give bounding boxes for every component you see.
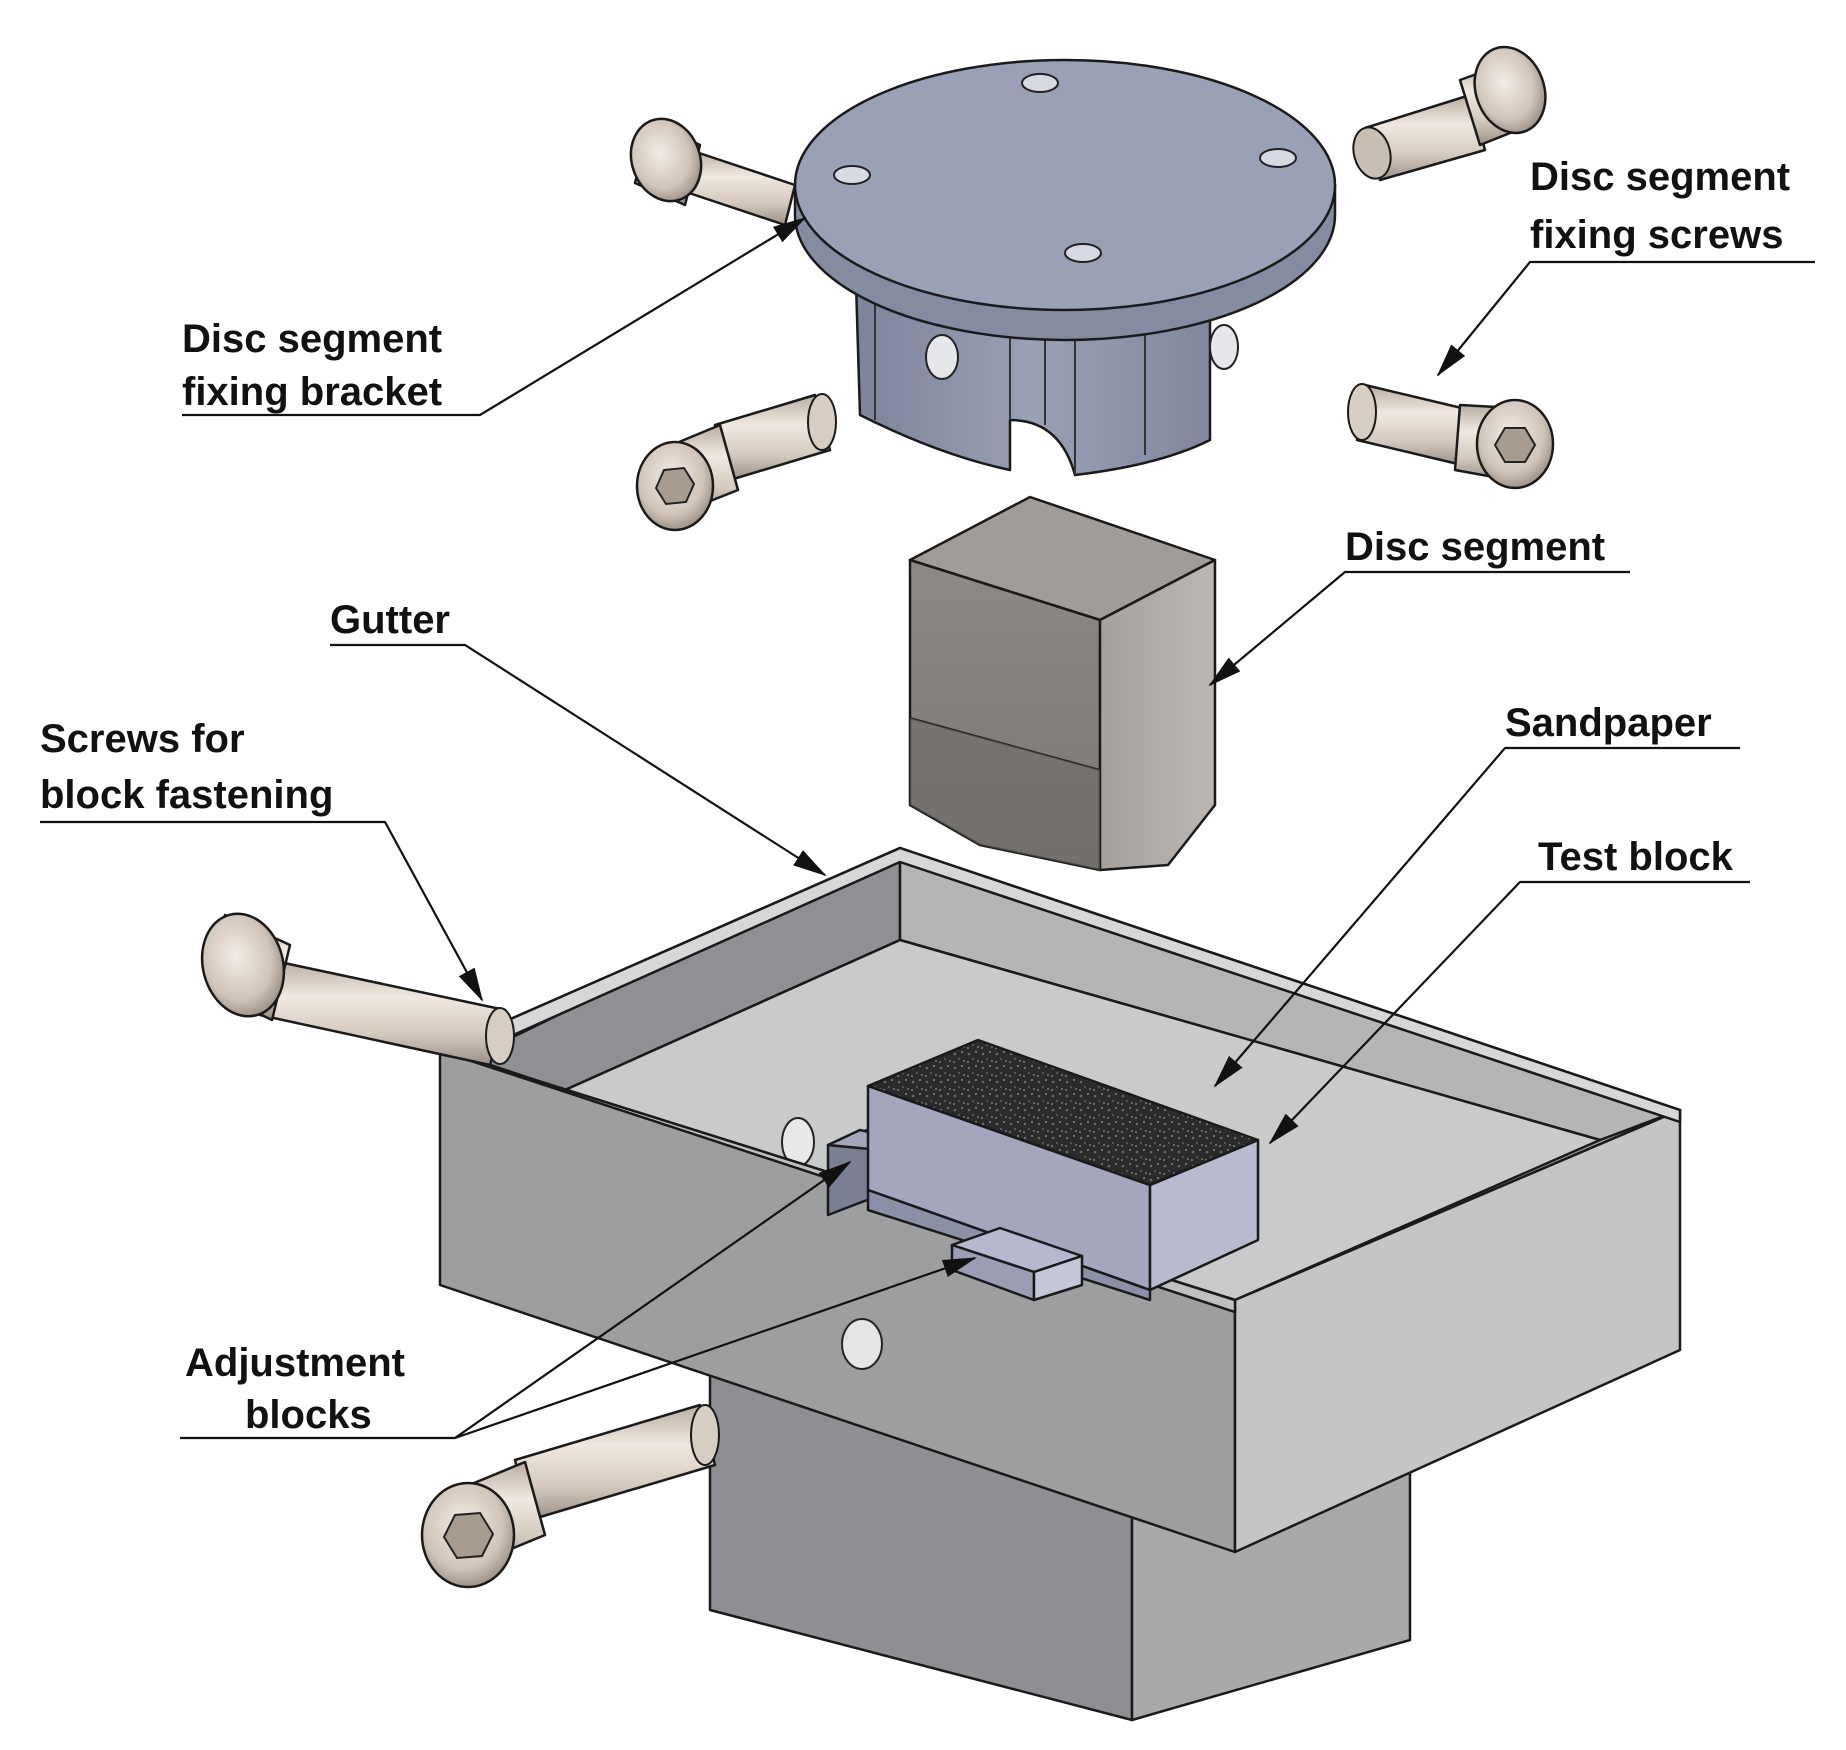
label-fixing-screws-line2: fixing screws bbox=[1530, 213, 1783, 257]
label-fixing-screws-line1: Disc segment bbox=[1530, 155, 1790, 199]
disc-segment bbox=[908, 495, 1217, 872]
label-adjustment-line1: Adjustment bbox=[185, 1341, 405, 1385]
gutter-front-hole bbox=[841, 1318, 883, 1370]
socket-head-cap-screw-icon bbox=[420, 1403, 720, 1589]
socket-head-cap-screw-icon bbox=[1352, 45, 1547, 182]
label-sandpaper: Sandpaper bbox=[1505, 701, 1712, 745]
socket-head-cap-screw-icon bbox=[635, 393, 837, 532]
bracket-side-hole-left bbox=[925, 334, 959, 380]
socket-head-cap-screw-icon bbox=[629, 117, 797, 227]
socket-head-cap-screw-icon bbox=[200, 912, 515, 1067]
label-fixing-bracket-line2: fixing bracket bbox=[182, 370, 442, 414]
label-disc-segment-fixing-screws: Disc segment fixing screws bbox=[1530, 155, 1790, 257]
label-disc-segment-fixing-bracket: Disc segment fixing bracket bbox=[182, 317, 442, 414]
disc-segment-fixing-bracket bbox=[793, 58, 1337, 477]
label-adjustment-line2: blocks bbox=[245, 1393, 372, 1437]
label-disc-segment: Disc segment bbox=[1345, 525, 1605, 569]
bracket-side-hole-right bbox=[1209, 324, 1239, 370]
socket-head-cap-screw-icon bbox=[1347, 383, 1555, 490]
label-adjustment-blocks: Adjustment blocks bbox=[185, 1341, 405, 1437]
adjustment-block-front bbox=[950, 1226, 1084, 1302]
leader-lines bbox=[40, 216, 1815, 1440]
label-test-block: Test block bbox=[1538, 835, 1734, 879]
sandpaper bbox=[866, 1038, 1260, 1187]
label-screws-for-block-fastening: Screws for block fastening bbox=[40, 717, 333, 817]
label-fixing-bracket-line1: Disc segment bbox=[182, 317, 442, 361]
label-gutter: Gutter bbox=[330, 598, 450, 642]
label-screws-block-line2: block fastening bbox=[40, 773, 333, 817]
label-screws-block-line1: Screws for bbox=[40, 717, 245, 761]
